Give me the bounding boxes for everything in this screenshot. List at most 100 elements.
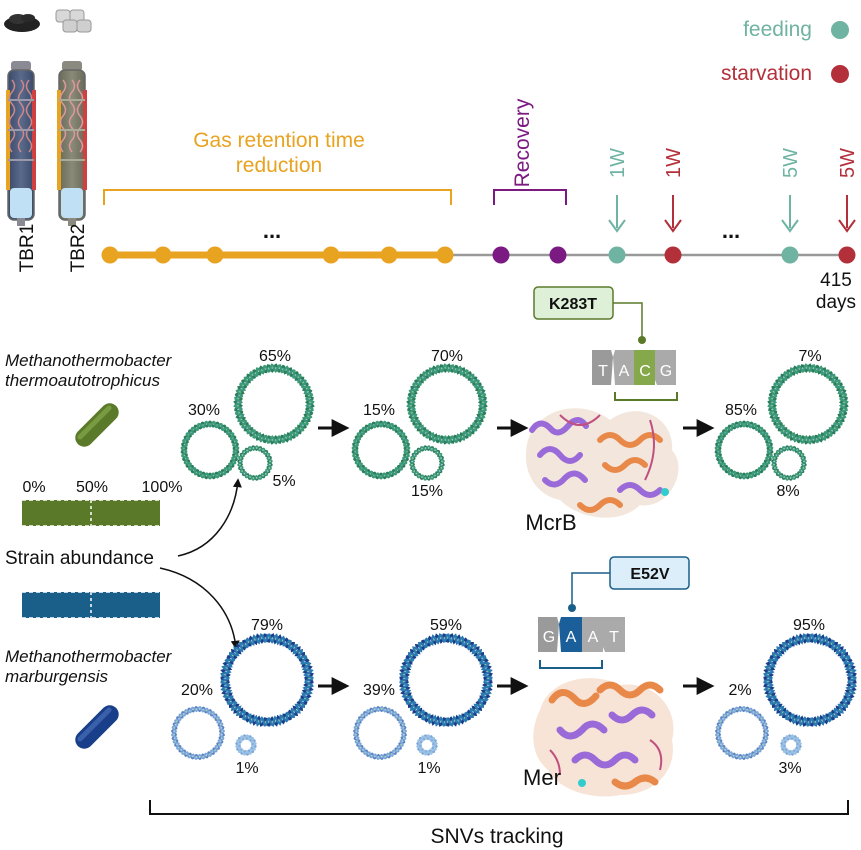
phase1-label-line2: reduction bbox=[236, 154, 322, 177]
genome-ring-minor bbox=[235, 734, 257, 756]
genome-ring-second bbox=[171, 706, 225, 760]
mcrb-codon-base-4: G bbox=[660, 363, 672, 380]
down-arrow-icon bbox=[838, 219, 856, 233]
genome-ring-second bbox=[714, 420, 774, 480]
carrier-pile-icon bbox=[4, 14, 40, 32]
legend-starvation-dot bbox=[831, 65, 849, 83]
mm-panel3-minor: 3% bbox=[778, 760, 801, 777]
mm-genome-panels bbox=[171, 633, 857, 760]
starvation-timepoint-dot bbox=[664, 246, 682, 264]
mcrb-mutation-label: K283T bbox=[549, 296, 597, 313]
mm-panel1-major: 79% bbox=[251, 617, 283, 634]
timeline-end-value: 415 bbox=[820, 270, 852, 291]
mer-protein-label: Mer bbox=[523, 765, 561, 790]
mcrb-codon-base-1: T bbox=[598, 363, 608, 380]
mer-mutation-label: E52V bbox=[630, 566, 669, 583]
mt-panel1-major: 65% bbox=[259, 348, 291, 365]
abundance-tick-0: 0% bbox=[22, 479, 45, 496]
marker-feeding-1w: 1W bbox=[607, 148, 629, 178]
timepoint-dot bbox=[101, 246, 119, 264]
tbr2-label: TBR2 bbox=[68, 224, 89, 273]
starvation-timepoint-dot bbox=[838, 246, 856, 264]
down-arrow-icon bbox=[781, 219, 799, 233]
down-arrow-icon bbox=[664, 219, 682, 233]
mm-panel3-major: 95% bbox=[793, 617, 825, 634]
timepoint-dot bbox=[492, 246, 510, 264]
phase2-timepoints bbox=[492, 246, 567, 264]
abundance-bar-mm bbox=[22, 591, 160, 619]
genome-ring-major bbox=[220, 633, 314, 727]
genome-ring-major bbox=[406, 363, 488, 445]
snv-tracking-label: SNVs tracking bbox=[430, 825, 563, 848]
rod-cell-mt-icon bbox=[75, 403, 119, 447]
mer-codon-base-3: A bbox=[588, 629, 599, 646]
mcrb-protein-structure bbox=[525, 408, 679, 518]
mt-genome-panels bbox=[180, 363, 849, 481]
genome-ring-major bbox=[767, 363, 849, 445]
genome-ring-second bbox=[351, 420, 411, 480]
phase2-bracket bbox=[493, 189, 567, 205]
snv-tracking-bracket bbox=[149, 800, 849, 815]
marker-feeding-5w: 5W bbox=[780, 148, 802, 178]
phase1-bracket bbox=[103, 189, 452, 205]
mcrb-codon-base-3: C bbox=[639, 363, 651, 380]
genome-ring-second bbox=[353, 706, 407, 760]
rod-cell-mm-icon bbox=[75, 705, 119, 749]
genome-ring-major bbox=[763, 633, 857, 727]
timepoint-dot bbox=[380, 246, 398, 264]
timepoint-dot bbox=[206, 246, 224, 264]
feeding-timepoint-dot bbox=[781, 246, 799, 264]
mer-codon-base-2: A bbox=[566, 629, 577, 646]
genome-ring-minor bbox=[771, 445, 807, 481]
tbr1-label: TBR1 bbox=[17, 224, 38, 273]
strain-mm-name-line1: Methanothermobacter bbox=[5, 647, 173, 666]
mcrb-protein-label: McrB bbox=[525, 510, 576, 535]
mm-panel2-minor: 1% bbox=[417, 760, 440, 777]
legend-starvation-label: starvation bbox=[721, 62, 812, 85]
down-arrow-icon bbox=[608, 219, 626, 233]
genome-ring-minor bbox=[409, 445, 445, 481]
mm-panel2-second: 39% bbox=[363, 682, 395, 699]
feeding-timepoint-dot bbox=[608, 246, 626, 264]
genome-ring-minor bbox=[237, 445, 273, 481]
genome-ring-major bbox=[233, 363, 315, 445]
timepoint-dot bbox=[436, 246, 454, 264]
marker-starvation-5w: 5W bbox=[837, 148, 859, 178]
timepoint-dot bbox=[549, 246, 567, 264]
genome-ring-major bbox=[399, 633, 493, 727]
abundance-bar-mt bbox=[22, 499, 160, 527]
reactor-tbr2-icon bbox=[57, 61, 87, 226]
mt-panel2-major: 70% bbox=[431, 348, 463, 365]
legend-feeding-label: feeding bbox=[743, 18, 812, 41]
mm-panel1-minor: 1% bbox=[235, 760, 258, 777]
genome-ring-minor bbox=[780, 734, 802, 756]
mer-protein-structure bbox=[533, 678, 674, 797]
timepoint-dot bbox=[322, 246, 340, 264]
packing-rings-icon bbox=[55, 9, 92, 33]
strain-mt-name-line2: thermoautotrophicus bbox=[5, 371, 160, 390]
timeline-ellipsis-1: ... bbox=[263, 218, 281, 243]
mcrb-codon-strip: T A C G bbox=[592, 350, 676, 385]
abundance-tick-50: 50% bbox=[76, 479, 108, 496]
mm-panel3-second: 2% bbox=[728, 682, 751, 699]
mt-panel2-second: 15% bbox=[363, 402, 395, 419]
mt-panel2-minor: 15% bbox=[411, 483, 443, 500]
timepoint-dot bbox=[154, 246, 172, 264]
abundance-tick-100: 100% bbox=[142, 479, 183, 496]
mer-codon-base-1: G bbox=[543, 629, 555, 646]
mt-panel3-minor: 8% bbox=[776, 483, 799, 500]
genome-ring-second bbox=[180, 420, 240, 480]
mt-panel3-second: 85% bbox=[725, 402, 757, 419]
mt-panel1-second: 30% bbox=[188, 402, 220, 419]
mm-panel1-second: 20% bbox=[181, 682, 213, 699]
genome-ring-minor bbox=[416, 734, 438, 756]
curved-arrow-mt bbox=[177, 478, 242, 557]
mer-codon-base-4: T bbox=[609, 629, 619, 646]
genome-ring-second bbox=[715, 706, 769, 760]
reactor-tbr1-icon bbox=[6, 61, 36, 226]
phase2-label: Recovery bbox=[511, 98, 534, 187]
strain-mm-name-line2: marburgensis bbox=[5, 667, 108, 686]
step-arrows bbox=[318, 419, 715, 695]
phase1-label-line1: Gas retention time bbox=[193, 129, 365, 152]
